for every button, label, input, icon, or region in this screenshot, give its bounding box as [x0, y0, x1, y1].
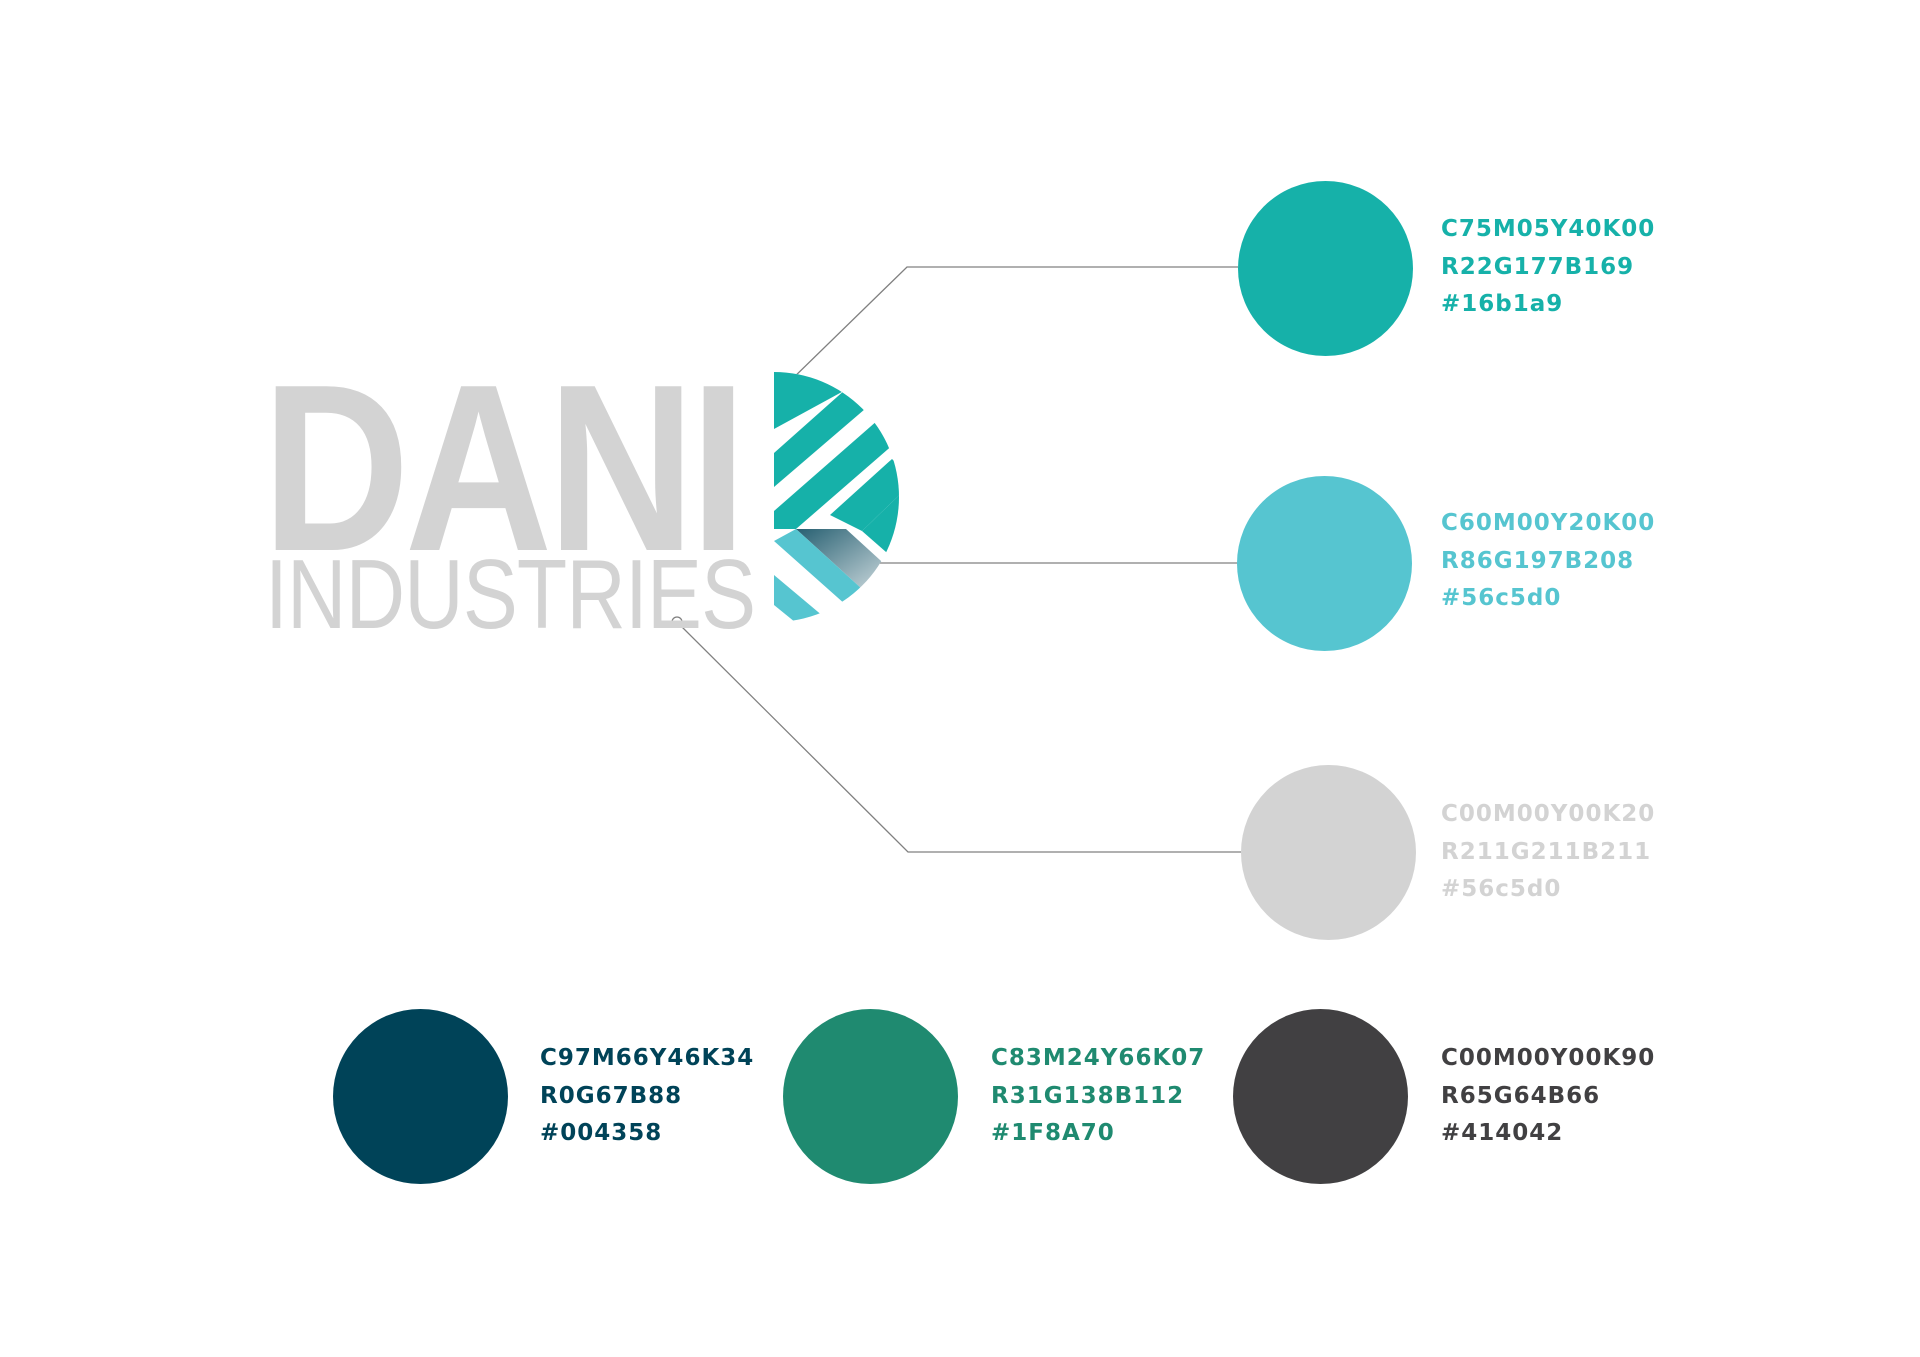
rgb-value: R0G67B88 [540, 1082, 683, 1109]
rgb-value: R31G138B112 [991, 1082, 1185, 1109]
cmyk-value: C97M66Y46K34 [540, 1045, 755, 1071]
color-codes-charcoal: C00M00Y00K90 R65G64B66 #414042 [1441, 1040, 1655, 1153]
hex-value: #56c5d0 [1441, 876, 1562, 902]
cmyk-value: C83M24Y66K07 [991, 1045, 1206, 1071]
cmyk-value: C60M00Y20K00 [1441, 510, 1656, 536]
color-codes-green: C83M24Y66K07 R31G138B112 #1F8A70 [991, 1040, 1205, 1153]
rgb-value: R211G211B211 [1441, 838, 1652, 865]
logo-subtitle: INDUSTRIES [265, 539, 756, 649]
hex-value: #004358 [540, 1120, 663, 1146]
logo-mark-icon [774, 372, 899, 622]
logo-stripe [830, 459, 899, 531]
hex-value: #414042 [1441, 1120, 1564, 1146]
logo-stripe [774, 413, 899, 529]
connector-dot-grey [671, 616, 683, 628]
color-codes-light-grey: C00M00Y00K20 R211G211B211 #56c5d0 [1441, 796, 1655, 909]
color-codes-navy: C97M66Y46K34 R0G67B88 #004358 [540, 1040, 754, 1153]
swatch-circle-charcoal [1233, 1009, 1408, 1184]
cmyk-value: C00M00Y00K90 [1441, 1045, 1656, 1071]
connector-line-grey [676, 621, 1241, 853]
logo-stripe [862, 481, 899, 559]
swatch-circle-light-grey [1241, 765, 1416, 940]
color-codes-light-teal: C60M00Y20K00 R86G197B208 #56c5d0 [1441, 505, 1655, 618]
rgb-value: R86G197B208 [1441, 547, 1635, 574]
hex-value: #1F8A70 [991, 1120, 1115, 1146]
logo-stripe [774, 389, 872, 487]
swatch-circle-teal [1238, 181, 1413, 356]
color-codes-teal: C75M05Y40K00 R22G177B169 #16b1a9 [1441, 211, 1655, 324]
swatch-circle-green [783, 1009, 958, 1184]
cmyk-value: C75M05Y40K00 [1441, 216, 1656, 242]
swatch-circle-navy [333, 1009, 508, 1184]
hex-value: #56c5d0 [1441, 585, 1562, 611]
rgb-value: R65G64B66 [1441, 1082, 1601, 1109]
logo-wordmark: DANI [262, 336, 747, 601]
hex-value: #16b1a9 [1441, 291, 1564, 317]
connector-line-teal [786, 266, 1238, 385]
swatch-circle-light-teal [1237, 476, 1412, 651]
rgb-value: R22G177B169 [1441, 253, 1635, 280]
cmyk-value: C00M00Y00K20 [1441, 801, 1656, 827]
